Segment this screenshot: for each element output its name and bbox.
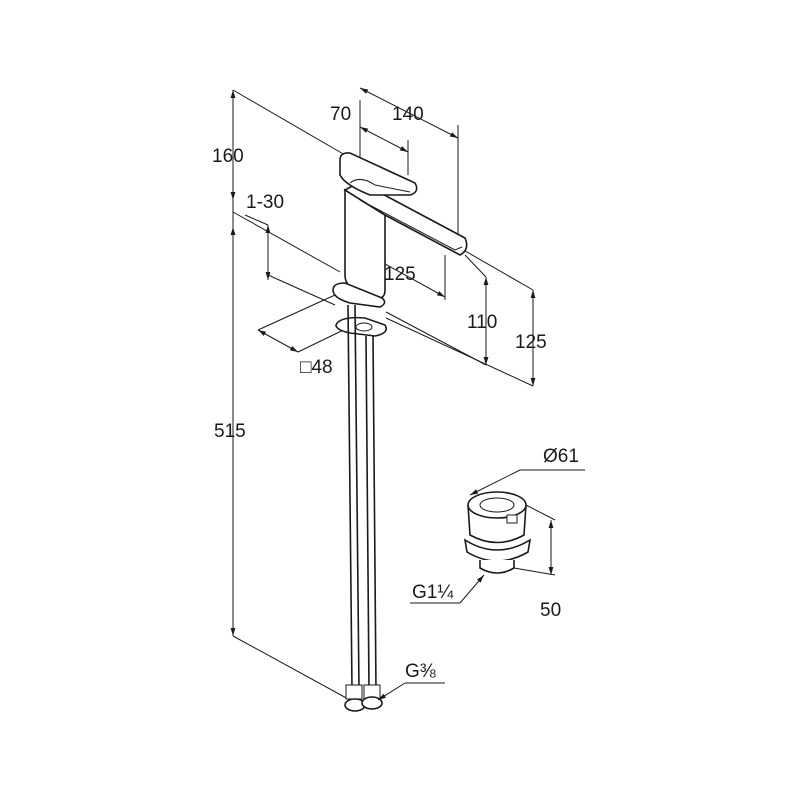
label-50: 50: [540, 600, 561, 621]
label-61: Ø61: [543, 446, 579, 467]
dimension-160: [230, 89, 346, 200]
supply-hoses: [344, 304, 383, 712]
label-70: 70: [330, 104, 351, 125]
dimension-1-30: [244, 214, 336, 306]
label-g38: G⅜: [405, 661, 436, 682]
dimension-61: [469, 469, 585, 496]
drain-valve: [463, 491, 532, 574]
label-48: □48: [300, 357, 333, 378]
label-125-height: 125: [515, 332, 547, 353]
label-160: 160: [212, 146, 244, 167]
label-110: 110: [467, 312, 497, 333]
label-515: 515: [214, 421, 246, 442]
label-g114: G1¼: [412, 582, 454, 603]
dimension-515: [230, 200, 351, 701]
label-1-30: 1-30: [246, 192, 284, 213]
dimension-g114: [410, 574, 485, 604]
dimension-140: [359, 87, 459, 240]
dimension-50: [513, 504, 556, 576]
label-140: 140: [392, 104, 424, 125]
dimension-g38: [377, 682, 445, 701]
dimension-125-height: [385, 247, 536, 387]
label-125-reach: 125: [384, 264, 416, 285]
faucet-body: [339, 152, 468, 300]
